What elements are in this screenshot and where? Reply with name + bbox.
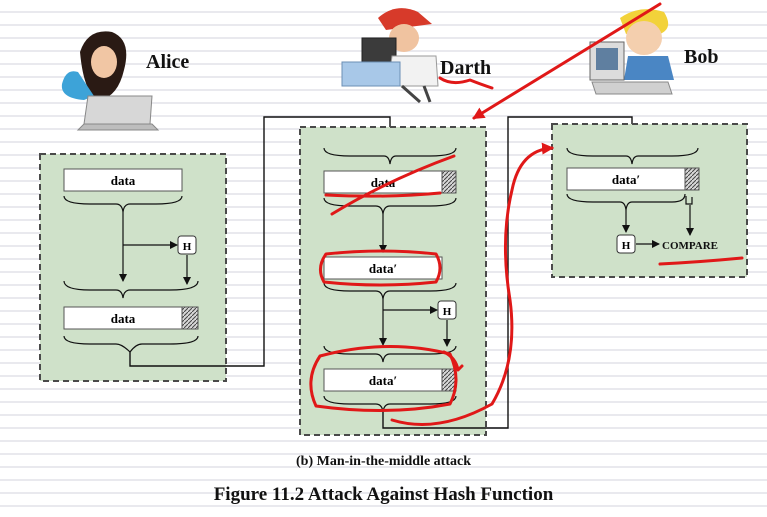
- red-circle-data-prime: [319, 249, 442, 287]
- darth-hash-node: [437, 300, 457, 320]
- alice-data-block-1: [63, 168, 183, 192]
- darth-cap: [378, 8, 432, 30]
- red-route-to-bob: [390, 142, 554, 426]
- bob-hash-block-1: [684, 167, 700, 191]
- red-strike-data-2: [324, 191, 442, 198]
- bob-box: data′ H COMPARE: [551, 123, 748, 278]
- alice-figure: [61, 31, 160, 131]
- darth-hash-block-1: [441, 170, 457, 194]
- red-underline-compare: [658, 256, 744, 266]
- red-arrow-from-bob: [472, 2, 662, 120]
- bob-label: Bob: [684, 46, 718, 68]
- figure-caption: Figure 11.2 Attack Against Hash Function: [213, 484, 554, 505]
- red-strike-data: [330, 154, 456, 216]
- alice-face: [91, 46, 117, 78]
- bob-data-label-1: data′: [612, 172, 640, 187]
- darth-box: data data′ H data′: [299, 126, 487, 436]
- darth-data-label-1: data: [371, 175, 396, 190]
- link-alice-to-darth: [129, 116, 394, 367]
- red-underline-darth: [438, 76, 494, 90]
- alice-data-label-1: data: [111, 173, 136, 188]
- darth-data-label-3: data′: [369, 373, 397, 388]
- bob-compare-label: COMPARE: [662, 240, 718, 252]
- bob-hash-label: H: [622, 240, 631, 252]
- alice-brace-2: [63, 280, 199, 299]
- darth-figure: [341, 8, 439, 104]
- alice-hash-node: [177, 235, 197, 255]
- subfigure-caption: (b) Man-in-the-middle attack: [296, 454, 471, 469]
- darth-data-label-2: data′: [369, 261, 397, 276]
- red-annotations: [309, 2, 744, 426]
- darth-label: Darth: [440, 57, 491, 79]
- alice-hash-label: H: [183, 241, 192, 253]
- alice-hash-block: [181, 306, 199, 330]
- alice-box: data H data: [39, 153, 227, 382]
- alice-label: Alice: [146, 51, 189, 73]
- bob-shirt: [624, 56, 674, 80]
- alice-data-label-2: data: [111, 311, 136, 326]
- alice-sleeve: [61, 71, 94, 100]
- bob-hash-node: [616, 234, 636, 254]
- laptop-icon: [83, 95, 153, 125]
- red-circle-data-prime-hash: [309, 345, 458, 413]
- bob-figure: [589, 9, 674, 95]
- desk: [341, 61, 401, 87]
- darth-data-block-2: [323, 256, 443, 280]
- red-arrowhead-darth: [442, 350, 464, 372]
- bob-face: [626, 21, 662, 55]
- darth-hash-label: H: [443, 306, 452, 318]
